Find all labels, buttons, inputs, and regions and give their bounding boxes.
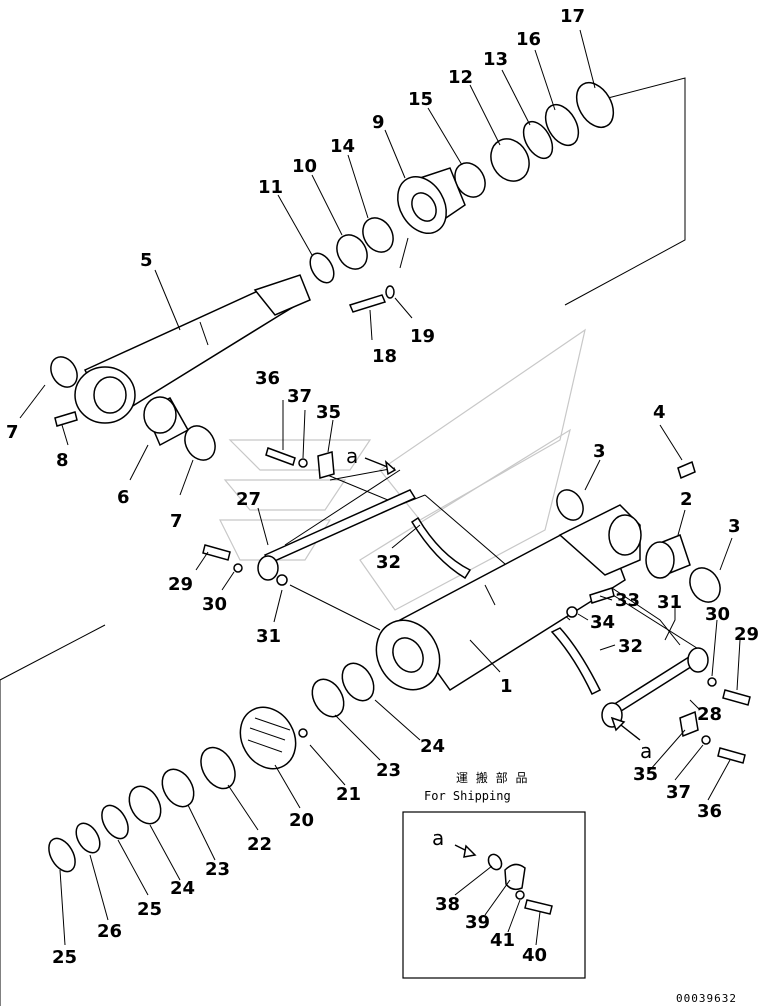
label-24-lower: 24: [170, 878, 195, 899]
label-38: 38: [435, 894, 460, 915]
label-32-upper: 32: [376, 552, 401, 573]
label-19: 19: [410, 326, 435, 347]
label-25-left: 25: [52, 947, 77, 968]
label-2: 2: [680, 489, 693, 510]
label-23-lower: 23: [205, 859, 230, 880]
label-21: 21: [336, 784, 361, 805]
label-leaders: [19, 29, 741, 946]
bolt-18: [348, 285, 395, 313]
shipping-title-jp: 運 搬 部 品: [456, 770, 529, 785]
label-37-top: 37: [287, 386, 312, 407]
label-30-right: 30: [705, 604, 730, 625]
label-5: 5: [140, 250, 153, 271]
label-32-lower: 32: [618, 636, 643, 657]
shipping-marker-a: a: [432, 826, 444, 850]
label-23-upper: 23: [376, 760, 401, 781]
label-13: 13: [483, 49, 508, 70]
cylinder-head: [397, 167, 466, 234]
label-3-right: 3: [728, 516, 741, 537]
label-25-mid: 25: [137, 899, 162, 920]
label-31-right: 31: [657, 592, 682, 613]
label-9: 9: [372, 112, 385, 133]
label-29-left: 29: [168, 574, 193, 595]
label-20: 20: [289, 810, 314, 831]
bottom-bushings: [556, 460, 721, 603]
label-15: 15: [408, 89, 433, 110]
label-35-top: 35: [316, 402, 341, 423]
label-41: 41: [490, 930, 515, 951]
label-37-bottom: 37: [666, 782, 691, 803]
label-4: 4: [653, 402, 666, 423]
label-3-upper: 3: [593, 441, 606, 462]
label-14: 14: [330, 136, 355, 157]
label-11: 11: [258, 177, 283, 198]
label-18: 18: [372, 346, 397, 367]
shipping-box: 運 搬 部 品 For Shipping a: [402, 770, 586, 979]
drawing-code: 00039632: [676, 992, 737, 1005]
label-22: 22: [247, 834, 272, 855]
rod-end-parts: [50, 356, 216, 461]
piping-and-clamps: [257, 489, 709, 728]
label-29-right: 29: [734, 624, 759, 645]
label-1: 1: [500, 676, 513, 697]
label-7-top: 7: [6, 422, 19, 443]
part-number-labels: 17 16 13 12 15 9 14 10 11 5 18 19 7 8 6 …: [6, 6, 759, 968]
label-40: 40: [522, 945, 547, 966]
label-35-bottom: 35: [633, 764, 658, 785]
small-hardware: [202, 447, 751, 764]
piston-and-rings: [48, 662, 375, 873]
label-12: 12: [448, 67, 473, 88]
label-34: 34: [590, 612, 615, 633]
label-36-bottom: 36: [697, 801, 722, 822]
label-30-left: 30: [202, 594, 227, 615]
label-27: 27: [236, 489, 261, 510]
label-17: 17: [560, 6, 585, 27]
watermark-logo: [219, 328, 586, 611]
label-26: 26: [97, 921, 122, 942]
label-16: 16: [516, 29, 541, 50]
marker-a-upper: a: [346, 444, 358, 468]
label-10: 10: [292, 156, 317, 177]
label-36-top: 36: [255, 368, 280, 389]
label-8: 8: [56, 450, 69, 471]
marker-a-lower: a: [640, 739, 652, 763]
label-6: 6: [117, 487, 130, 508]
label-33: 33: [615, 590, 640, 611]
cylinder-tube: [375, 504, 642, 692]
piston-rod: [74, 274, 311, 424]
label-7-bottom: 7: [170, 511, 183, 532]
label-28: 28: [697, 704, 722, 725]
shipping-title-en: For Shipping: [424, 789, 511, 803]
label-39: 39: [465, 912, 490, 933]
label-24-upper: 24: [420, 736, 445, 757]
marker-arrows: [364, 457, 641, 858]
label-31-left: 31: [256, 626, 281, 647]
seal-rings-top: [309, 81, 615, 284]
